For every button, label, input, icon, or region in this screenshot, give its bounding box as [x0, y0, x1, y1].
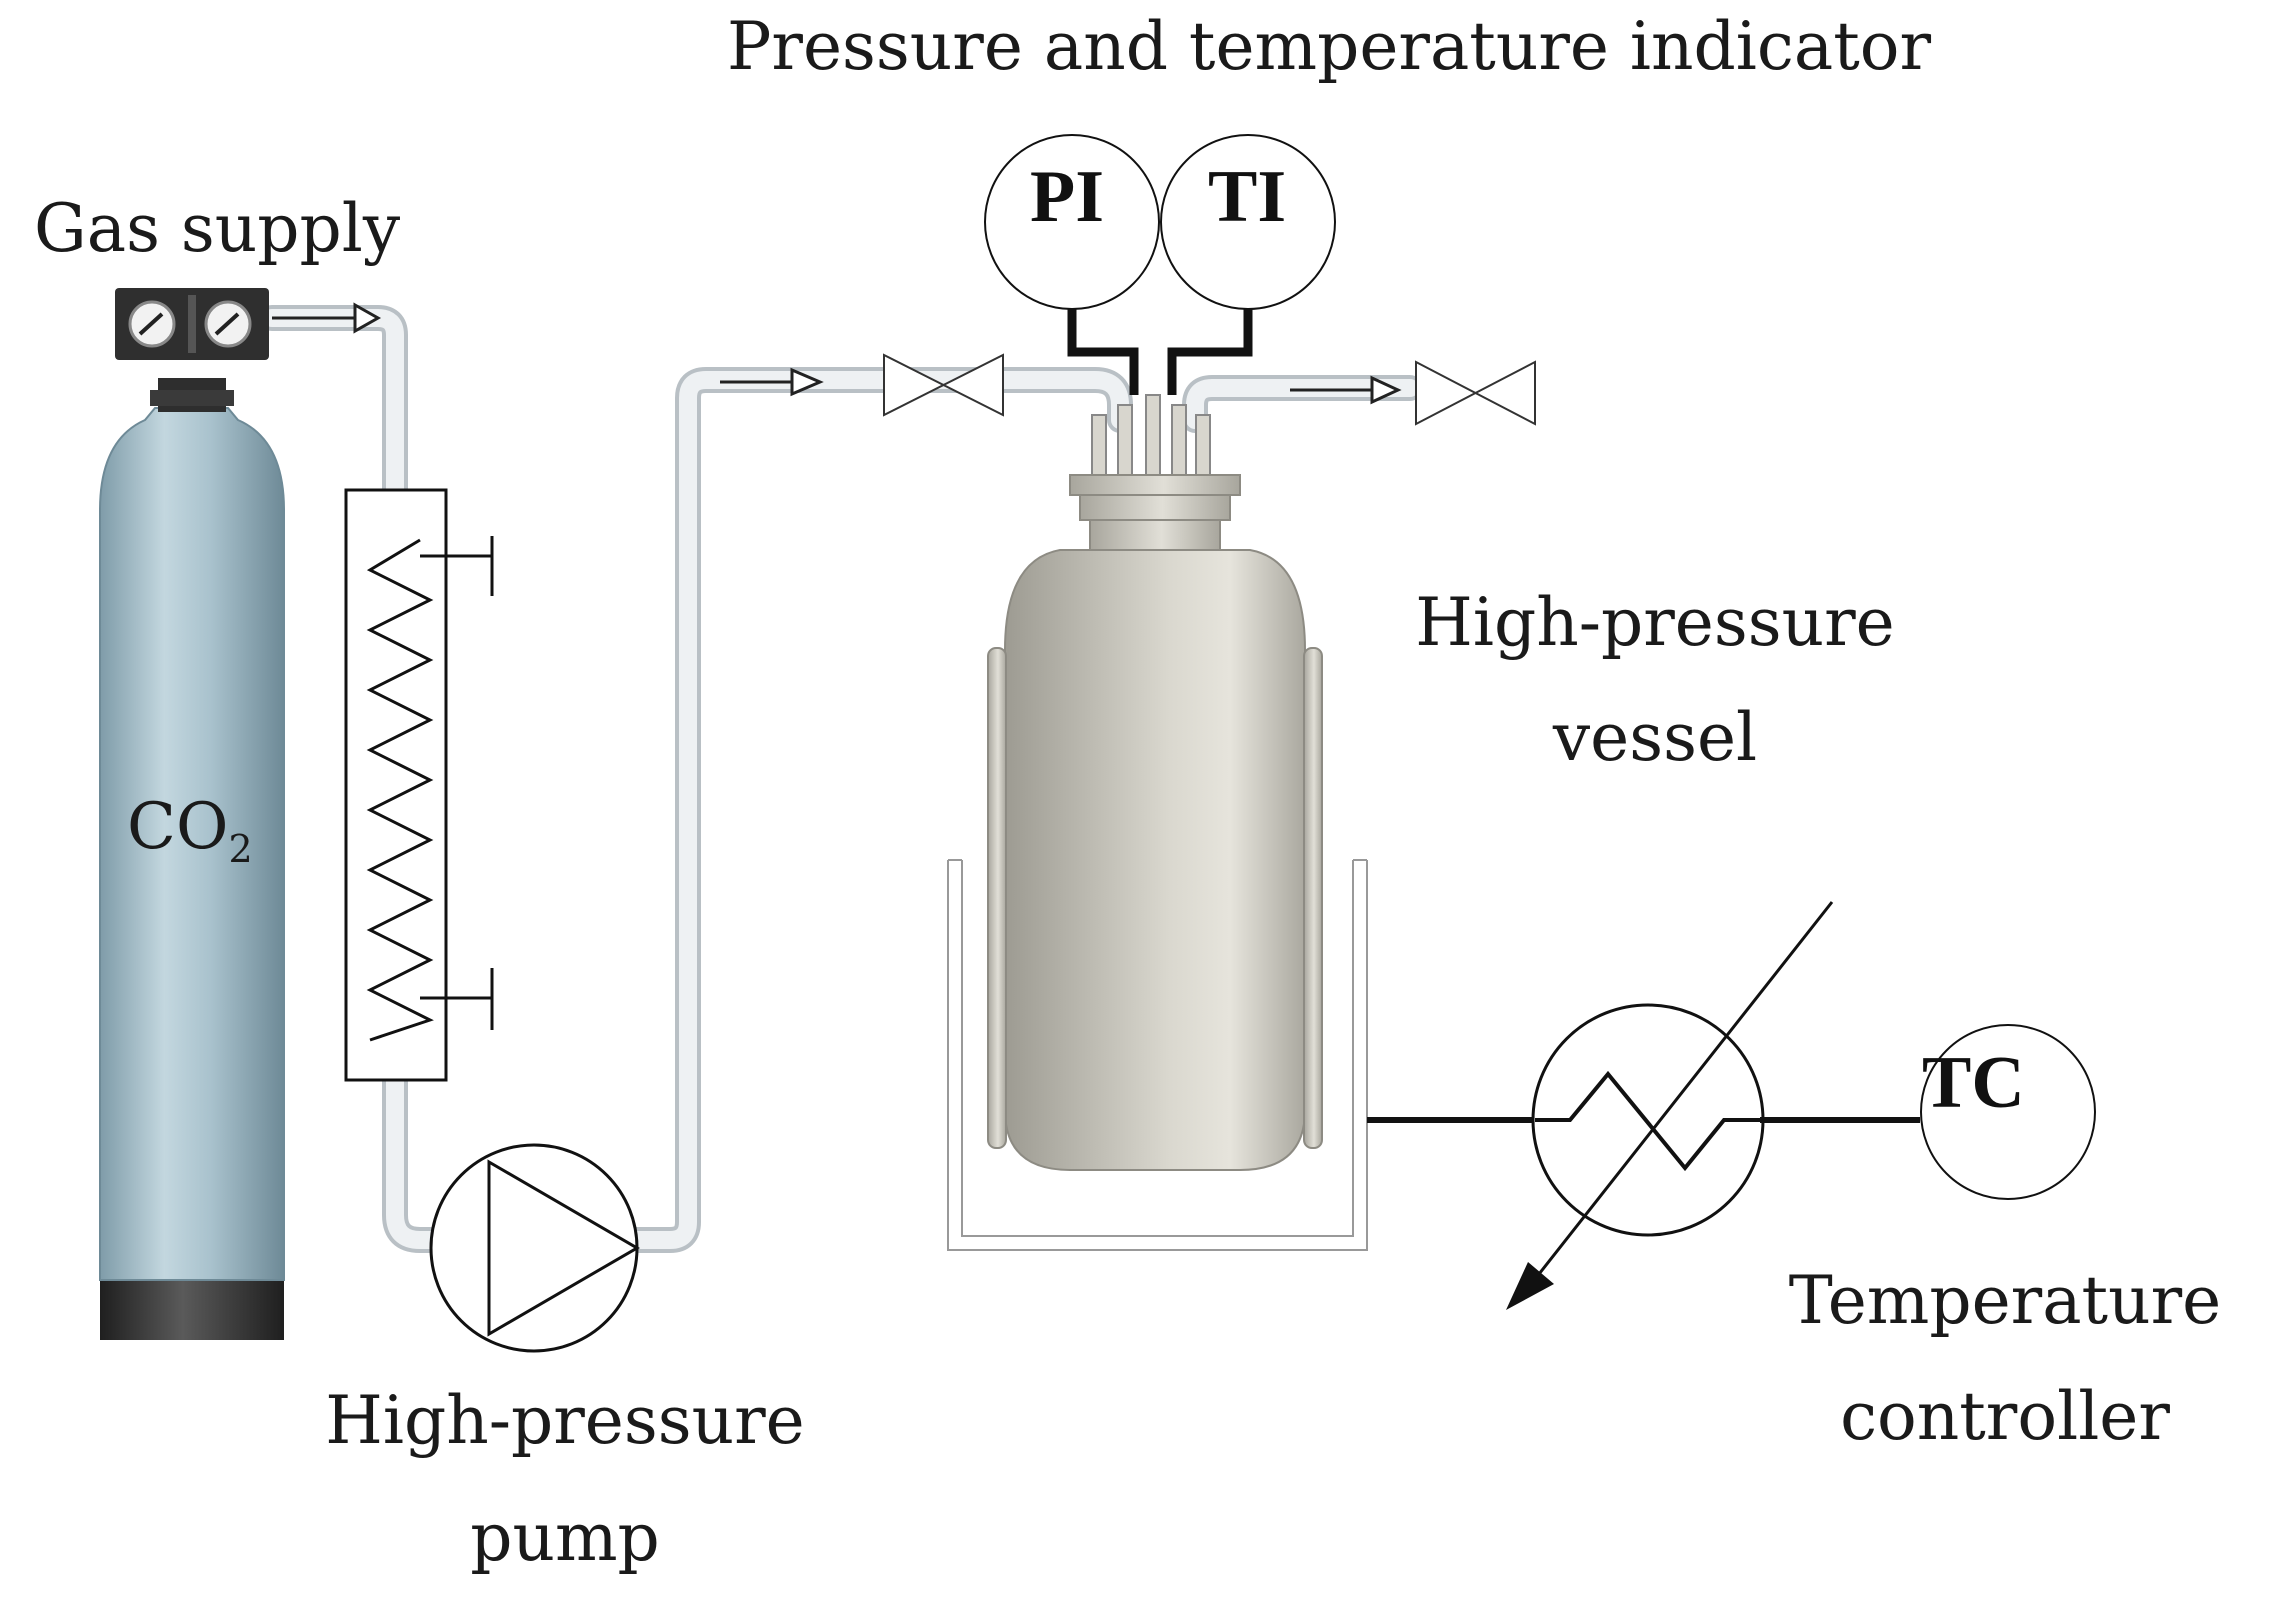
flow-arrow-icon [720, 367, 824, 397]
arrow-down-left-icon [1506, 1262, 1554, 1310]
gas-supply-label: Gas supply [34, 190, 401, 267]
co2-main: CO [127, 790, 229, 864]
controller-label-line1: Temperature [1788, 1262, 2222, 1339]
heater-symbol [1367, 901, 1920, 1310]
co2-cylinder [99, 378, 285, 1340]
co2-subscript: 2 [228, 826, 253, 871]
flow-arrow-icon [272, 302, 382, 334]
pt-indicator-label: Pressure and temperature indicator [727, 8, 1932, 85]
gauge-connection-lines [1067, 309, 1253, 395]
cylinder-base [100, 1280, 284, 1340]
pump-label-line2: pump [470, 1499, 660, 1576]
cooling-coil [344, 488, 494, 1082]
pressure-vessel [987, 394, 1323, 1171]
temperature-bath [947, 859, 1368, 1251]
inlet-valve-icon [883, 353, 1004, 417]
pump-label-line1: High-pressure [325, 1382, 805, 1459]
temperature-controller-symbol [1920, 1024, 2096, 1200]
controller-label-line2: controller [1840, 1378, 2170, 1455]
pump-symbol [429, 1143, 640, 1353]
ti-label: TI [1208, 156, 1287, 238]
outlet-valve-icon [1415, 360, 1536, 426]
vessel-label-line2: vessel [1552, 699, 1758, 776]
pi-label: PI [1030, 156, 1104, 238]
gas-regulator [115, 288, 269, 360]
flow-arrow-icon [1290, 375, 1402, 405]
vessel-label-line1: High-pressure [1415, 584, 1895, 661]
tc-label: TC [1922, 1042, 2025, 1124]
co2-label: CO2 [127, 795, 253, 868]
